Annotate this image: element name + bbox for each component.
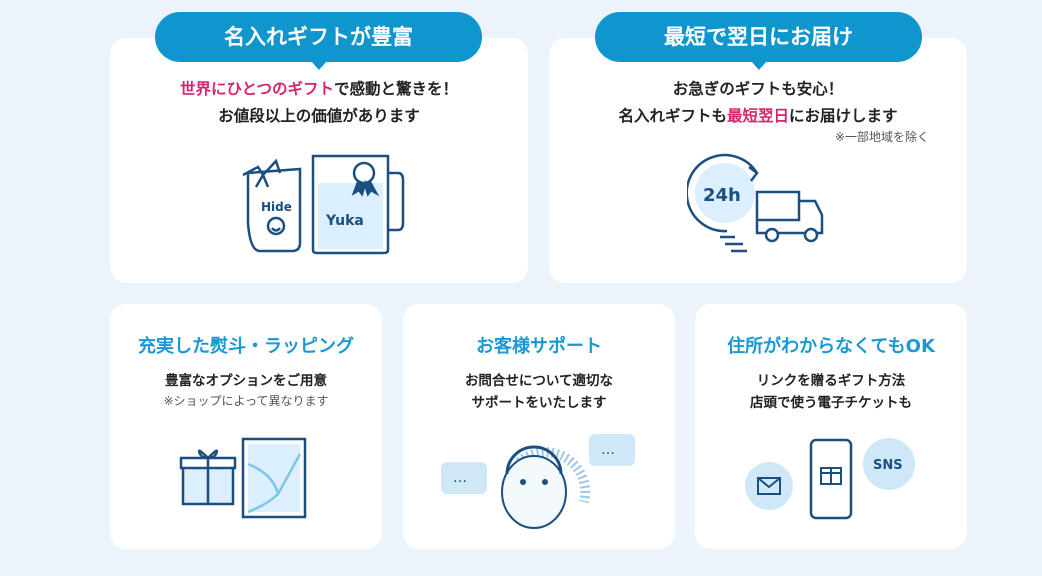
feature-pill-name-gift: 名入れギフトが豊富 — [155, 12, 482, 70]
delivery-truck-illustration: 24h — [687, 153, 824, 253]
card-support: お客様サポート お問合せについて適切なサポートをいたします … … — [403, 304, 675, 549]
card-text: お急ぎのギフトも安心！ 名入れギフトも最短翌日にお届けします — [549, 76, 967, 130]
text: 名入れギフトも — [618, 107, 727, 125]
mugs-illustration: Hide Yuka — [242, 154, 405, 255]
card-title: 住所がわからなくてもOK — [727, 336, 935, 357]
card-text: リンクを贈るギフト方法店頭で使う電子チケットも — [695, 370, 967, 414]
digital-gift-illustration: SNS — [745, 438, 915, 520]
mug-name: Yuka — [325, 213, 364, 229]
text: お値段以上の価値があります — [218, 107, 420, 125]
text: お問合せについて適切な — [464, 373, 614, 389]
text: お急ぎのギフトも安心！ — [672, 80, 844, 98]
region-note: ※一部地域を除く — [834, 130, 929, 144]
text: で感動と驚きを！ — [333, 80, 458, 98]
text: リンクを贈るギフト方法 — [756, 373, 906, 389]
card-name-gift: 世界にひとつのギフトで感動と驚きを！ お値段以上の価値があります Hide Yuk… — [110, 38, 528, 283]
24h-badge: 24h — [703, 185, 741, 206]
chat-bubble-text: … — [453, 470, 467, 486]
highlight-text: 世界にひとつのギフト — [180, 80, 334, 98]
card-title: お客様サポート — [476, 336, 602, 357]
card-text: 世界にひとつのギフトで感動と驚きを！ お値段以上の価値があります — [110, 76, 528, 130]
mug-name: Hide — [261, 200, 292, 214]
card-text: お問合せについて適切なサポートをいたします — [403, 370, 675, 414]
gift-wrap-illustration — [179, 437, 307, 519]
text: にお届けします — [789, 107, 898, 125]
card-delivery: お急ぎのギフトも安心！ 名入れギフトも最短翌日にお届けします ※一部地域を除く 2… — [549, 38, 967, 283]
card-title: 充実した熨斗・ラッピング — [138, 336, 354, 357]
card-text: 豊富なオプションをご用意 — [165, 373, 327, 389]
feature-pill-delivery: 最短で翌日にお届け — [595, 12, 922, 70]
card-no-address: 住所がわからなくてもOK リンクを贈るギフト方法店頭で使う電子チケットも SNS — [695, 304, 967, 549]
chat-bubble-text: … — [601, 442, 615, 458]
text: 店頭で使う電子チケットも — [750, 395, 912, 411]
card-wrapping: 充実した熨斗・ラッピング 豊富なオプションをご用意 ※ショップによって異なります — [110, 304, 382, 549]
sns-label: SNS — [873, 458, 903, 473]
support-mascot-illustration: … … — [441, 434, 635, 529]
text: サポートをいたします — [471, 395, 607, 411]
shop-note: ※ショップによって異なります — [163, 394, 329, 408]
highlight-text: 最短翌日 — [726, 107, 789, 125]
